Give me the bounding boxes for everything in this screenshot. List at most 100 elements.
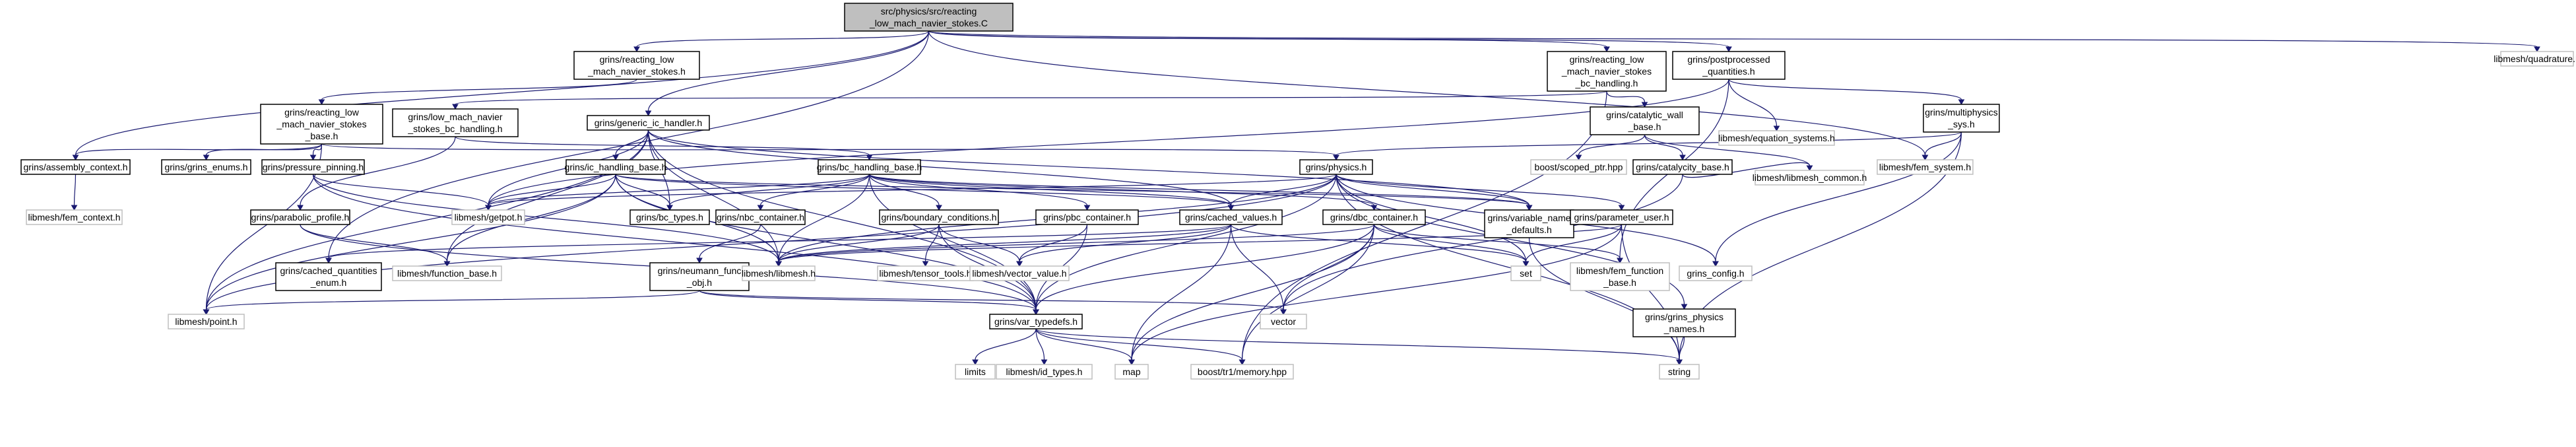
node-label: grins/boundary_conditions.h: [881, 212, 996, 223]
node-postproc[interactable]: grins/postprocessed_quantities.h: [1672, 51, 1786, 80]
node-box: [879, 209, 999, 225]
node-rlmns[interactable]: grins/reacting_low_mach_navier_stokes.h: [573, 51, 700, 80]
node-cached-enum[interactable]: grins/cached_quantities_enum.h: [275, 262, 382, 291]
node-bc-types[interactable]: grins/bc_types.h: [629, 209, 710, 225]
edge-arrowhead: [1958, 99, 1965, 106]
dependency-edge: [1336, 131, 1962, 156]
node-label: libmesh/point.h: [175, 316, 237, 327]
node-label: libmesh/fem_context.h: [28, 212, 120, 223]
node-box: [392, 108, 519, 137]
node-box: [1679, 265, 1753, 281]
dependency-edge: [75, 143, 323, 156]
node-label: _obj.h: [686, 277, 712, 288]
dependency-edge: [455, 90, 1607, 105]
node-label: _bc_handling.h: [1575, 78, 1638, 88]
node-cached-values[interactable]: grins/cached_values.h: [1179, 209, 1283, 225]
node-nbc[interactable]: grins/nbc_container.h: [715, 209, 806, 225]
node-label: libmesh/fem_system.h: [1879, 162, 1971, 172]
dependency-edge: [928, 30, 1926, 156]
edge-arrowhead: [2534, 46, 2540, 53]
edge-arrowhead: [922, 261, 929, 267]
node-pbc[interactable]: grins/pbc_container.h: [1035, 209, 1139, 225]
node-label: map: [1122, 366, 1140, 377]
dependency-edge: [1283, 174, 1683, 310]
node-generic-ic[interactable]: grins/generic_ic_handler.h: [587, 115, 710, 131]
node-id-types: libmesh/id_types.h: [996, 364, 1093, 380]
dependency-edge: [1728, 79, 1778, 127]
node-box: [1672, 51, 1786, 80]
node-box: [1179, 209, 1283, 225]
node-lmns-bc[interactable]: grins/low_mach_navier_stokes_bc_handling…: [392, 108, 519, 137]
node-param-user[interactable]: grins/parameter_user.h: [1570, 209, 1673, 225]
node-catalytic-wall[interactable]: grins/catalytic_wall_base.h: [1590, 106, 1700, 135]
node-box: [573, 51, 700, 80]
node-label: grins/postprocessed: [1687, 54, 1770, 65]
node-box: [451, 209, 525, 225]
node-box: [1035, 209, 1139, 225]
node-catalycity[interactable]: grins/catalycity_base.h: [1632, 159, 1733, 175]
dependency-edge: [1035, 328, 1045, 361]
dependency-edge: [1019, 224, 1088, 262]
dependency-edge: [924, 224, 940, 262]
node-rlmns-bc[interactable]: grins/reacting_low_mach_navier_stokes_bc…: [1547, 51, 1667, 92]
node-libmesh-common: libmesh/libmesh_common.h: [1753, 170, 1867, 186]
node-assembly[interactable]: grins/assembly_context.h: [20, 159, 131, 175]
node-physics-names[interactable]: grins/grins_physics_names.h: [1632, 308, 1736, 337]
node-var-typedefs[interactable]: grins/var_typedefs.h: [989, 314, 1083, 329]
node-dbc[interactable]: grins/dbc_container.h: [1322, 209, 1426, 225]
dependency-edge: [699, 224, 761, 259]
dependency-edge: [1679, 336, 1685, 361]
node-multiphysics[interactable]: grins/multiphysics_sys.h: [1923, 104, 2000, 133]
dependency-edge: [938, 224, 1020, 262]
node-parabolic[interactable]: grins/parabolic_profile.h: [250, 209, 350, 225]
node-var-name-defaults[interactable]: grins/variable_name_defaults.h: [1484, 209, 1574, 238]
node-neumann[interactable]: grins/neumann_func_obj.h: [649, 262, 750, 291]
node-box: [1632, 308, 1736, 337]
edge-arrowhead: [633, 46, 640, 53]
node-label: string: [1668, 366, 1690, 377]
node-label: _mach_navier_stokes: [1561, 66, 1652, 77]
node-climits: limits: [955, 364, 996, 380]
node-box: [1755, 170, 1865, 186]
edge-arrowhead: [936, 205, 942, 211]
node-label: libmesh/equation_systems.h: [1718, 133, 1835, 143]
dependency-edge: [1035, 174, 1337, 310]
dependency-edge: [647, 129, 1530, 206]
node-label: set: [1520, 268, 1532, 279]
node-grins-enums[interactable]: grins/grins_enums.h: [161, 159, 251, 175]
edge-arrowhead: [1128, 359, 1135, 366]
edge-arrowhead: [1921, 155, 1929, 161]
node-box: [1547, 51, 1667, 92]
dependency-edge: [1035, 328, 1680, 361]
node-box: [1114, 364, 1149, 380]
node-label: grins/multiphysics: [1925, 107, 1997, 118]
node-root[interactable]: src/physics/src/reacting_low_mach_navier…: [844, 3, 1014, 32]
dependency-edge: [647, 129, 1232, 206]
graph-nodes: src/physics/src/reacting_low_mach_navier…: [20, 3, 2576, 380]
node-label: grins/ic_handling_base.h: [565, 162, 667, 172]
node-box: [1877, 159, 1974, 175]
node-label: boost/scoped_ptr.hpp: [1535, 162, 1623, 172]
node-boundary-cond[interactable]: grins/boundary_conditions.h: [879, 209, 999, 225]
node-box: [1923, 104, 2000, 133]
dependency-edge: [1644, 134, 1683, 156]
node-label: src/physics/src/reacting: [881, 6, 977, 17]
node-physics[interactable]: grins/physics.h: [1299, 159, 1373, 175]
edge-arrowhead: [1041, 359, 1048, 366]
node-rlmns-base[interactable]: grins/reacting_low_mach_navier_stokes_ba…: [260, 104, 383, 145]
node-fem-context: libmesh/fem_context.h: [26, 209, 123, 225]
node-label: libmesh/quadrature.h: [2494, 53, 2576, 64]
dependency-edge: [1644, 134, 1811, 166]
dependency-edge: [1525, 224, 1623, 262]
node-bc-base[interactable]: grins/bc_handling_base.h: [817, 159, 922, 175]
node-pressure-pin[interactable]: grins/pressure_pinning.h: [261, 159, 365, 175]
dependency-edge: [312, 174, 489, 206]
dependency-edge: [778, 174, 870, 262]
dependency-edge: [73, 174, 77, 206]
edge-arrowhead: [72, 155, 79, 161]
node-ic-base[interactable]: grins/ic_handling_base.h: [565, 159, 667, 175]
node-label: grins/reacting_low: [1570, 54, 1645, 65]
dependency-edge: [975, 328, 1037, 361]
dependency-edge: [312, 174, 1037, 310]
